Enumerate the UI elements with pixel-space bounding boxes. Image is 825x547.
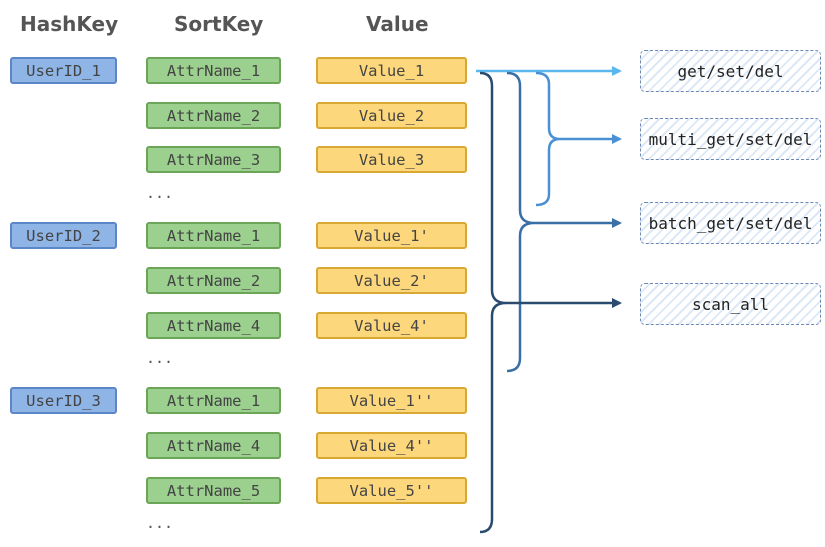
sortkey-box: AttrName_4 (146, 312, 281, 339)
ellipsis: ... (146, 349, 174, 367)
sortkey-box: AttrName_2 (146, 102, 281, 129)
sortkey-box: AttrName_5 (146, 477, 281, 504)
op-scan-all: scan_all (640, 283, 821, 325)
value-box: Value_2 (316, 102, 467, 129)
header-sortkey: SortKey (174, 12, 264, 36)
value-box: Value_1 (316, 57, 467, 84)
bracket-scan (479, 71, 507, 534)
op-get-set-del: get/set/del (640, 50, 821, 92)
value-box: Value_4'' (316, 432, 467, 459)
value-box: Value_3 (316, 146, 467, 173)
value-box: Value_5'' (316, 477, 467, 504)
value-box: Value_4' (316, 312, 467, 339)
hashkey-box: UserID_2 (10, 222, 117, 249)
hashkey-box: UserID_3 (10, 387, 117, 414)
sortkey-box: AttrName_4 (146, 432, 281, 459)
value-box: Value_1' (316, 222, 467, 249)
header-hashkey: HashKey (20, 12, 119, 36)
sortkey-box: AttrName_2 (146, 267, 281, 294)
sortkey-box: AttrName_3 (146, 146, 281, 173)
ellipsis: ... (146, 184, 174, 202)
sortkey-box: AttrName_1 (146, 387, 281, 414)
hashkey-box: UserID_1 (10, 57, 117, 84)
op-batch-get-set-del: batch_get/set/del (640, 202, 821, 244)
op-multi-get-set-del: multi_get/set/del (640, 118, 821, 160)
ellipsis: ... (146, 514, 174, 532)
value-box: Value_1'' (316, 387, 467, 414)
bracket-multi (535, 71, 561, 207)
sortkey-box: AttrName_1 (146, 222, 281, 249)
value-box: Value_2' (316, 267, 467, 294)
bracket-batch (506, 71, 535, 373)
header-value: Value (366, 12, 429, 36)
sortkey-box: AttrName_1 (146, 57, 281, 84)
